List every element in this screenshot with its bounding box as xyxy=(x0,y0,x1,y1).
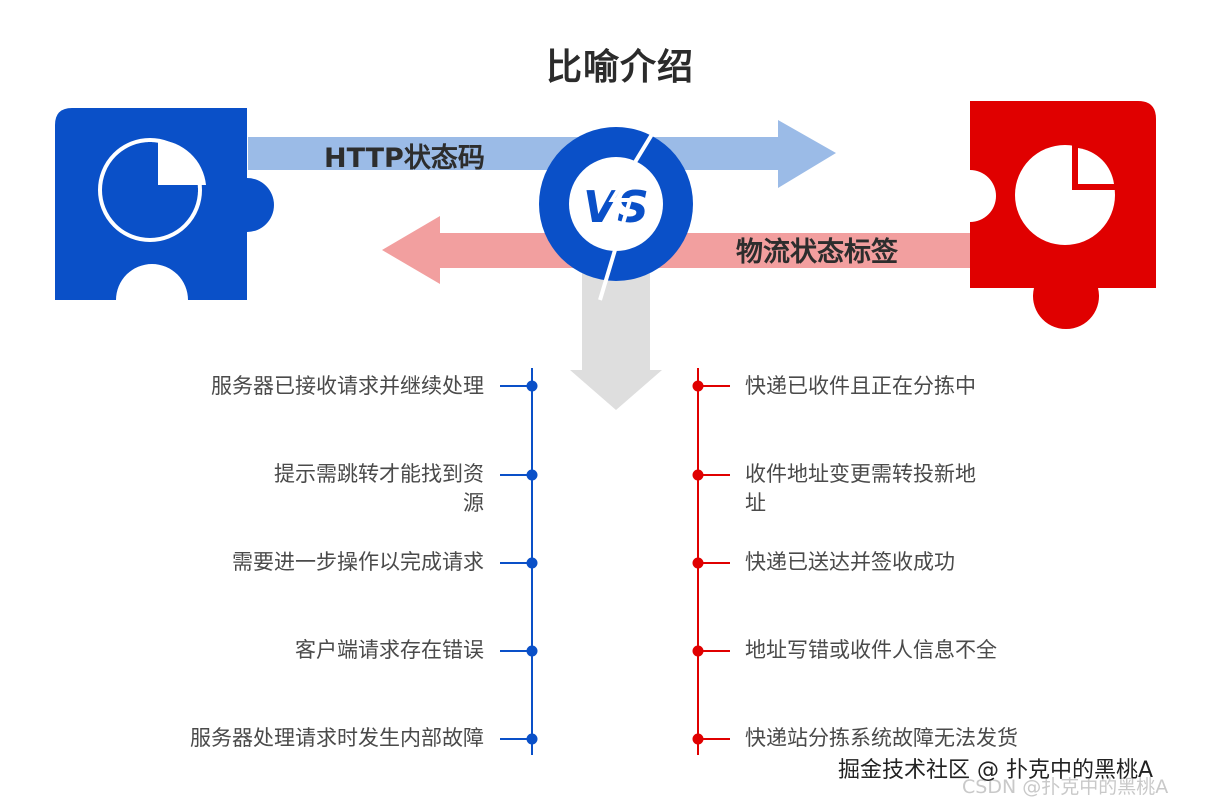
blue-arrow xyxy=(248,120,836,188)
left-item: 提示需跳转才能找到资源 xyxy=(274,462,484,515)
left-item: 客户端请求存在错误 xyxy=(295,638,484,662)
red-puzzle-piece xyxy=(970,101,1156,330)
blue-puzzle-piece xyxy=(55,108,274,300)
right-item: 快递已送达并签收成功 xyxy=(745,550,955,574)
vs-badge: VS xyxy=(539,106,693,301)
page-title: 比喻介绍 xyxy=(545,47,694,88)
left-item: 需要进一步操作以完成请求 xyxy=(232,550,484,574)
left-item: 服务器已接收请求并继续处理 xyxy=(211,374,484,398)
right-item: 收件地址变更需转投新地址 xyxy=(745,462,976,515)
juejin-watermark: 掘金技术社区 @ 扑克中的黑桃A xyxy=(838,758,1154,783)
blue-pie-chart-icon xyxy=(98,138,202,242)
right-item: 快递站分拣系统故障无法发货 xyxy=(745,726,1018,750)
left-connectors xyxy=(500,380,538,745)
csdn-watermark: CSDN @扑克中的黑桃A xyxy=(962,776,1169,798)
down-arrow xyxy=(570,270,662,410)
left-item: 服务器处理请求时发生内部故障 xyxy=(190,726,484,750)
right-connectors xyxy=(692,380,730,745)
logistics-status-label: 物流状态标签 xyxy=(736,237,898,268)
http-status-label: HTTP状态码 xyxy=(324,143,485,174)
right-item: 地址写错或收件人信息不全 xyxy=(745,638,997,662)
right-item: 快递已收件且正在分拣中 xyxy=(745,374,976,398)
